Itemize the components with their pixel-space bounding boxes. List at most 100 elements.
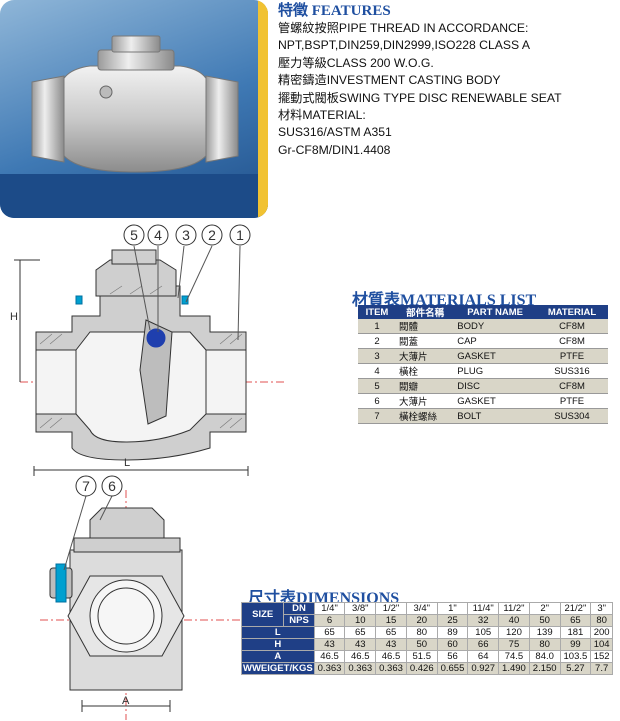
callout-5: 5 [130,227,138,243]
material-cell: SUS316 [536,363,608,379]
dim-cell: 43 [375,638,407,651]
feature-line: Gr-CF8M/DIN1.4408 [278,142,391,157]
col-item: ITEM [358,305,396,319]
nps-cell: 40 [498,614,530,627]
dim-label-l: L [124,457,130,469]
dn-cell: 3/8" [344,602,377,615]
dim-cell: 0.655 [436,662,469,675]
item-cell: 1 [358,319,396,334]
dim-cell: 46.5 [313,650,346,663]
dim-cell: 65 [375,626,407,639]
nps-cell: 6 [313,614,346,627]
dim-cell: 75 [498,638,530,651]
part-zh-cell: 橫栓 [395,363,455,379]
product-photo [0,0,268,218]
feature-line: SUS316/ASTM A351 [278,125,392,140]
dim-cell: 60 [436,638,469,651]
item-cell: 4 [358,363,396,379]
dim-cell: 56 [436,650,469,663]
dimensions-table: SIZE DN 1/4"3/8"1/2"3/4"1"11/4"11/2"2"21… [240,602,613,675]
dim-cell: 5.27 [559,662,592,675]
nps-cell: 10 [344,614,377,627]
dim-cell: 99 [559,638,592,651]
end-view [40,490,250,720]
dim-label-h: H [10,311,18,323]
part-name-cell: CAP [454,333,536,349]
dim-cell: 7.7 [590,662,613,675]
item-cell: 6 [358,393,396,409]
part-name-cell: GASKET [454,393,536,409]
dn-cell: 3/4" [405,602,438,615]
dim-cell: 181 [559,626,592,639]
dim-cell: 74.5 [498,650,530,663]
technical-drawing: 5 4 3 2 1 H L 7 6 A [10,224,285,720]
part-zh-cell: 大薄片 [395,393,455,409]
callout-3: 3 [182,227,190,243]
dim-cell: 50 [405,638,438,651]
callout-6: 6 [108,478,116,494]
callout-1: 1 [236,227,244,243]
item-cell: 5 [358,378,396,394]
dim-cell: 139 [528,626,561,639]
dim-row-label: WWEIGET/KGS [241,662,315,675]
feature-line: 管螺紋按照PIPE THREAD IN ACCORDANCE: [278,21,529,35]
dn-cell: 11/4" [467,602,500,615]
dim-cell: 80 [528,638,561,651]
part-name-cell: GASKET [454,348,536,364]
dn-cell: 1" [436,602,469,615]
feature-line: 精密鑄造INVESTMENT CASTING BODY [278,73,501,88]
dim-cell: 105 [467,626,500,639]
dim-cell: 152 [590,650,613,663]
dim-row-label: H [241,638,315,651]
dn-label: DN [283,602,315,615]
dim-cell: 51.5 [405,650,438,663]
nps-cell: 15 [375,614,407,627]
nps-cell: 20 [405,614,438,627]
part-name-cell: PLUG [454,363,536,379]
dim-label-a: A [122,695,130,707]
size-label: SIZE [240,602,285,627]
part-name-cell: DISC [454,378,536,394]
dn-cell: 21/2" [559,602,592,615]
col-part-name: PART NAME [454,305,536,319]
dim-row-label: L [241,626,315,639]
dim-cell: 43 [344,638,377,651]
dim-cell: 80 [405,626,438,639]
dim-row-label: A [241,650,315,663]
part-name-cell: BODY [454,319,536,334]
feature-line: 材料MATERIAL: [278,108,366,123]
dim-cell: 46.5 [375,650,407,663]
callout-2: 2 [208,227,216,243]
dn-cell: 1/4" [313,602,346,615]
callout-7: 7 [82,478,90,494]
item-cell: 3 [358,348,396,364]
feature-line: 壓力等級CLASS 200 W.O.G. [278,55,434,70]
dim-row-dn: SIZE DN 1/4"3/8"1/2"3/4"1"11/4"11/2"2"21… [240,602,613,627]
callout-4: 4 [154,227,162,243]
features-title-en: FEATURES [311,3,391,19]
materials-title-zh: 材質表 [352,292,401,309]
part-name-cell: BOLT [454,408,536,424]
nps-cell: 50 [528,614,561,627]
dim-cell: 84.0 [528,650,561,663]
dim-cell: 64 [467,650,500,663]
valve-photo-illustration [0,0,268,218]
dim-cell: 89 [436,626,469,639]
materials-heading: 材質表MATERIALS LIST [352,286,536,310]
dim-cell: 65 [344,626,377,639]
features-title-zh: 特徵 [278,3,309,19]
dim-cell: 104 [590,638,613,651]
col-part-zh: 部件名稱 [395,305,455,319]
features-heading: 特徵 FEATURES [278,2,618,20]
dim-cell: 200 [590,626,613,639]
dim-cell: 43 [313,638,346,651]
